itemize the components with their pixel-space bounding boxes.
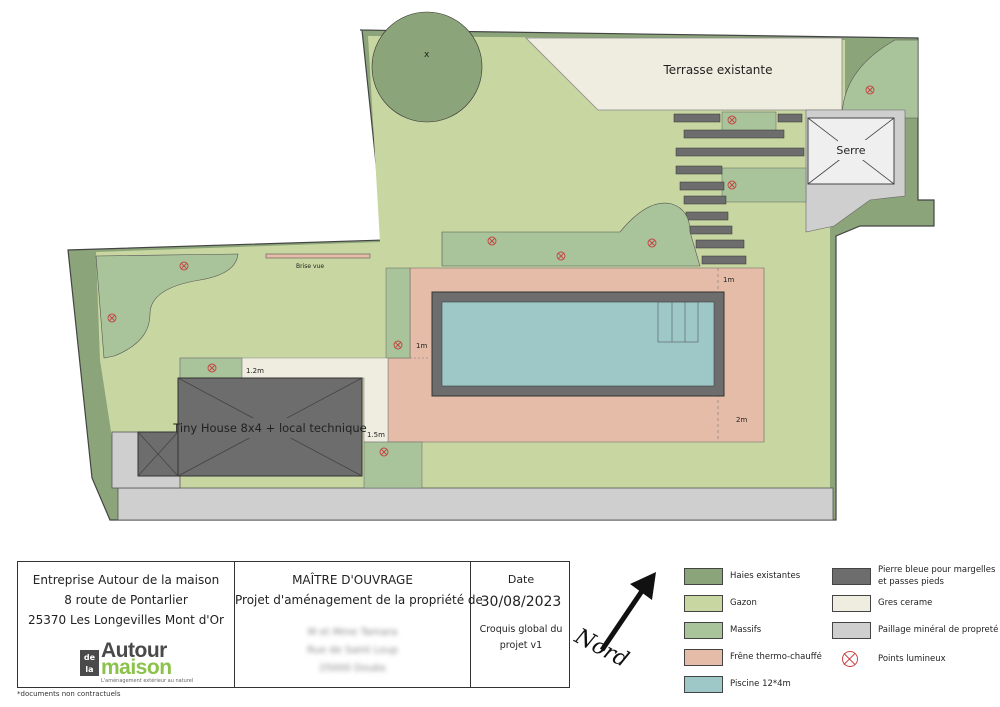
massif-corner-top: [841, 39, 919, 119]
company-address1: 8 route de Pontarlier: [64, 593, 188, 607]
owner-street: Rue de Saint Loup: [307, 645, 398, 656]
logo-badge: de la: [80, 650, 99, 676]
gravel-strip-bottom: [117, 487, 834, 521]
disclaimer: *documents non contractuels: [17, 690, 121, 698]
dim-1m-left: 1m: [416, 342, 427, 350]
date-label: Date: [507, 573, 535, 586]
brise-vue-label: Brise vue: [296, 263, 324, 270]
legend-swatch-lawn: [684, 595, 723, 612]
legend-label-hedge: Haies existantes: [730, 571, 801, 581]
legend-label-gravel: Paillage minéral de propreté: [878, 625, 999, 635]
massif-bottom: [363, 441, 423, 489]
legend-swatch-pool: [684, 676, 723, 693]
owner-cell: MAÎTRE D'OUVRAGE Projet d'aménagement de…: [235, 562, 483, 687]
dim-1-5m: 1.5m: [367, 431, 385, 439]
brise-vue: [265, 253, 371, 259]
stepping-stones: [673, 113, 805, 265]
owner-subheading: Projet d'aménagement de la propriété de: [235, 593, 483, 607]
massif-tiny-top: [179, 357, 243, 379]
light-point-icon: [842, 651, 858, 667]
legend-label-stone: Pierre bleue pour margelles et passes pi…: [878, 565, 996, 587]
owner-heading: MAÎTRE D'OUVRAGE: [292, 573, 413, 587]
legend-label-pool: Piscine 12*4m: [730, 679, 791, 689]
project-desc-2: projet v1: [499, 640, 543, 651]
date-value: 30/08/2023: [480, 594, 562, 610]
company-logo: de la Autour maison L'aménagement extéri…: [80, 639, 210, 684]
legend-swatch-deck: [684, 649, 723, 666]
title-block: Entreprise Autour de la maison 8 route d…: [17, 561, 570, 688]
legend-label-light: Points lumineux: [878, 654, 946, 664]
dim-1-2m: 1.2m: [246, 367, 264, 375]
legend-swatch-hedge: [684, 568, 723, 585]
owner-city: 25000 Doubs: [319, 663, 386, 674]
tree: [371, 11, 483, 123]
logo-text-maison: maison: [101, 656, 172, 679]
massif-pool-top: [441, 202, 701, 267]
north-arrow-icon: [599, 572, 656, 652]
tiny-house-label: Tiny House 8x4 + local technique: [172, 421, 367, 435]
legend-label-massif: Massifs: [730, 625, 762, 635]
greenhouse-label: Serre: [836, 144, 865, 157]
legend-swatch-gravel: [832, 622, 871, 639]
svg-text:x: x: [424, 50, 430, 60]
legend-label-ceramic: Gres cerame: [878, 598, 933, 608]
massif-left: [95, 253, 239, 359]
massif-deck-left: [385, 267, 411, 359]
company-cell: Entreprise Autour de la maison 8 route d…: [18, 562, 235, 687]
lawn-right: [806, 200, 830, 500]
project-desc-1: Croquis global du: [479, 624, 563, 635]
logo-tagline: L'aménagement extérieur au naturel: [101, 678, 194, 684]
pool-water: [441, 301, 715, 387]
massif-steps-2: [721, 167, 807, 203]
date-cell: Date 30/08/2023 Croquis global du projet…: [471, 562, 571, 687]
company-name: Entreprise Autour de la maison: [32, 573, 220, 587]
legend-swatch-massif: [684, 622, 723, 639]
dim-1m-top: 1m: [723, 276, 734, 284]
light-points: [107, 85, 875, 457]
legend-label-lawn: Gazon: [730, 598, 757, 608]
pool-steps: [657, 301, 699, 343]
legend-swatch-ceramic: [832, 595, 871, 612]
owner-name: M et Mme Tamara: [307, 627, 398, 638]
dim-2m: 2m: [736, 416, 747, 424]
terrace-label: Terrasse existante: [663, 63, 773, 77]
legend-label-deck: Frêne thermo-chauffé: [730, 652, 822, 662]
garden-plan: x Terrasse existante Serre Brise vue: [67, 11, 935, 521]
legend-swatch-stone: [832, 568, 871, 585]
company-address2: 25370 Les Longevilles Mont d'Or: [27, 613, 224, 627]
logo-text-autour: Autour: [101, 639, 167, 662]
